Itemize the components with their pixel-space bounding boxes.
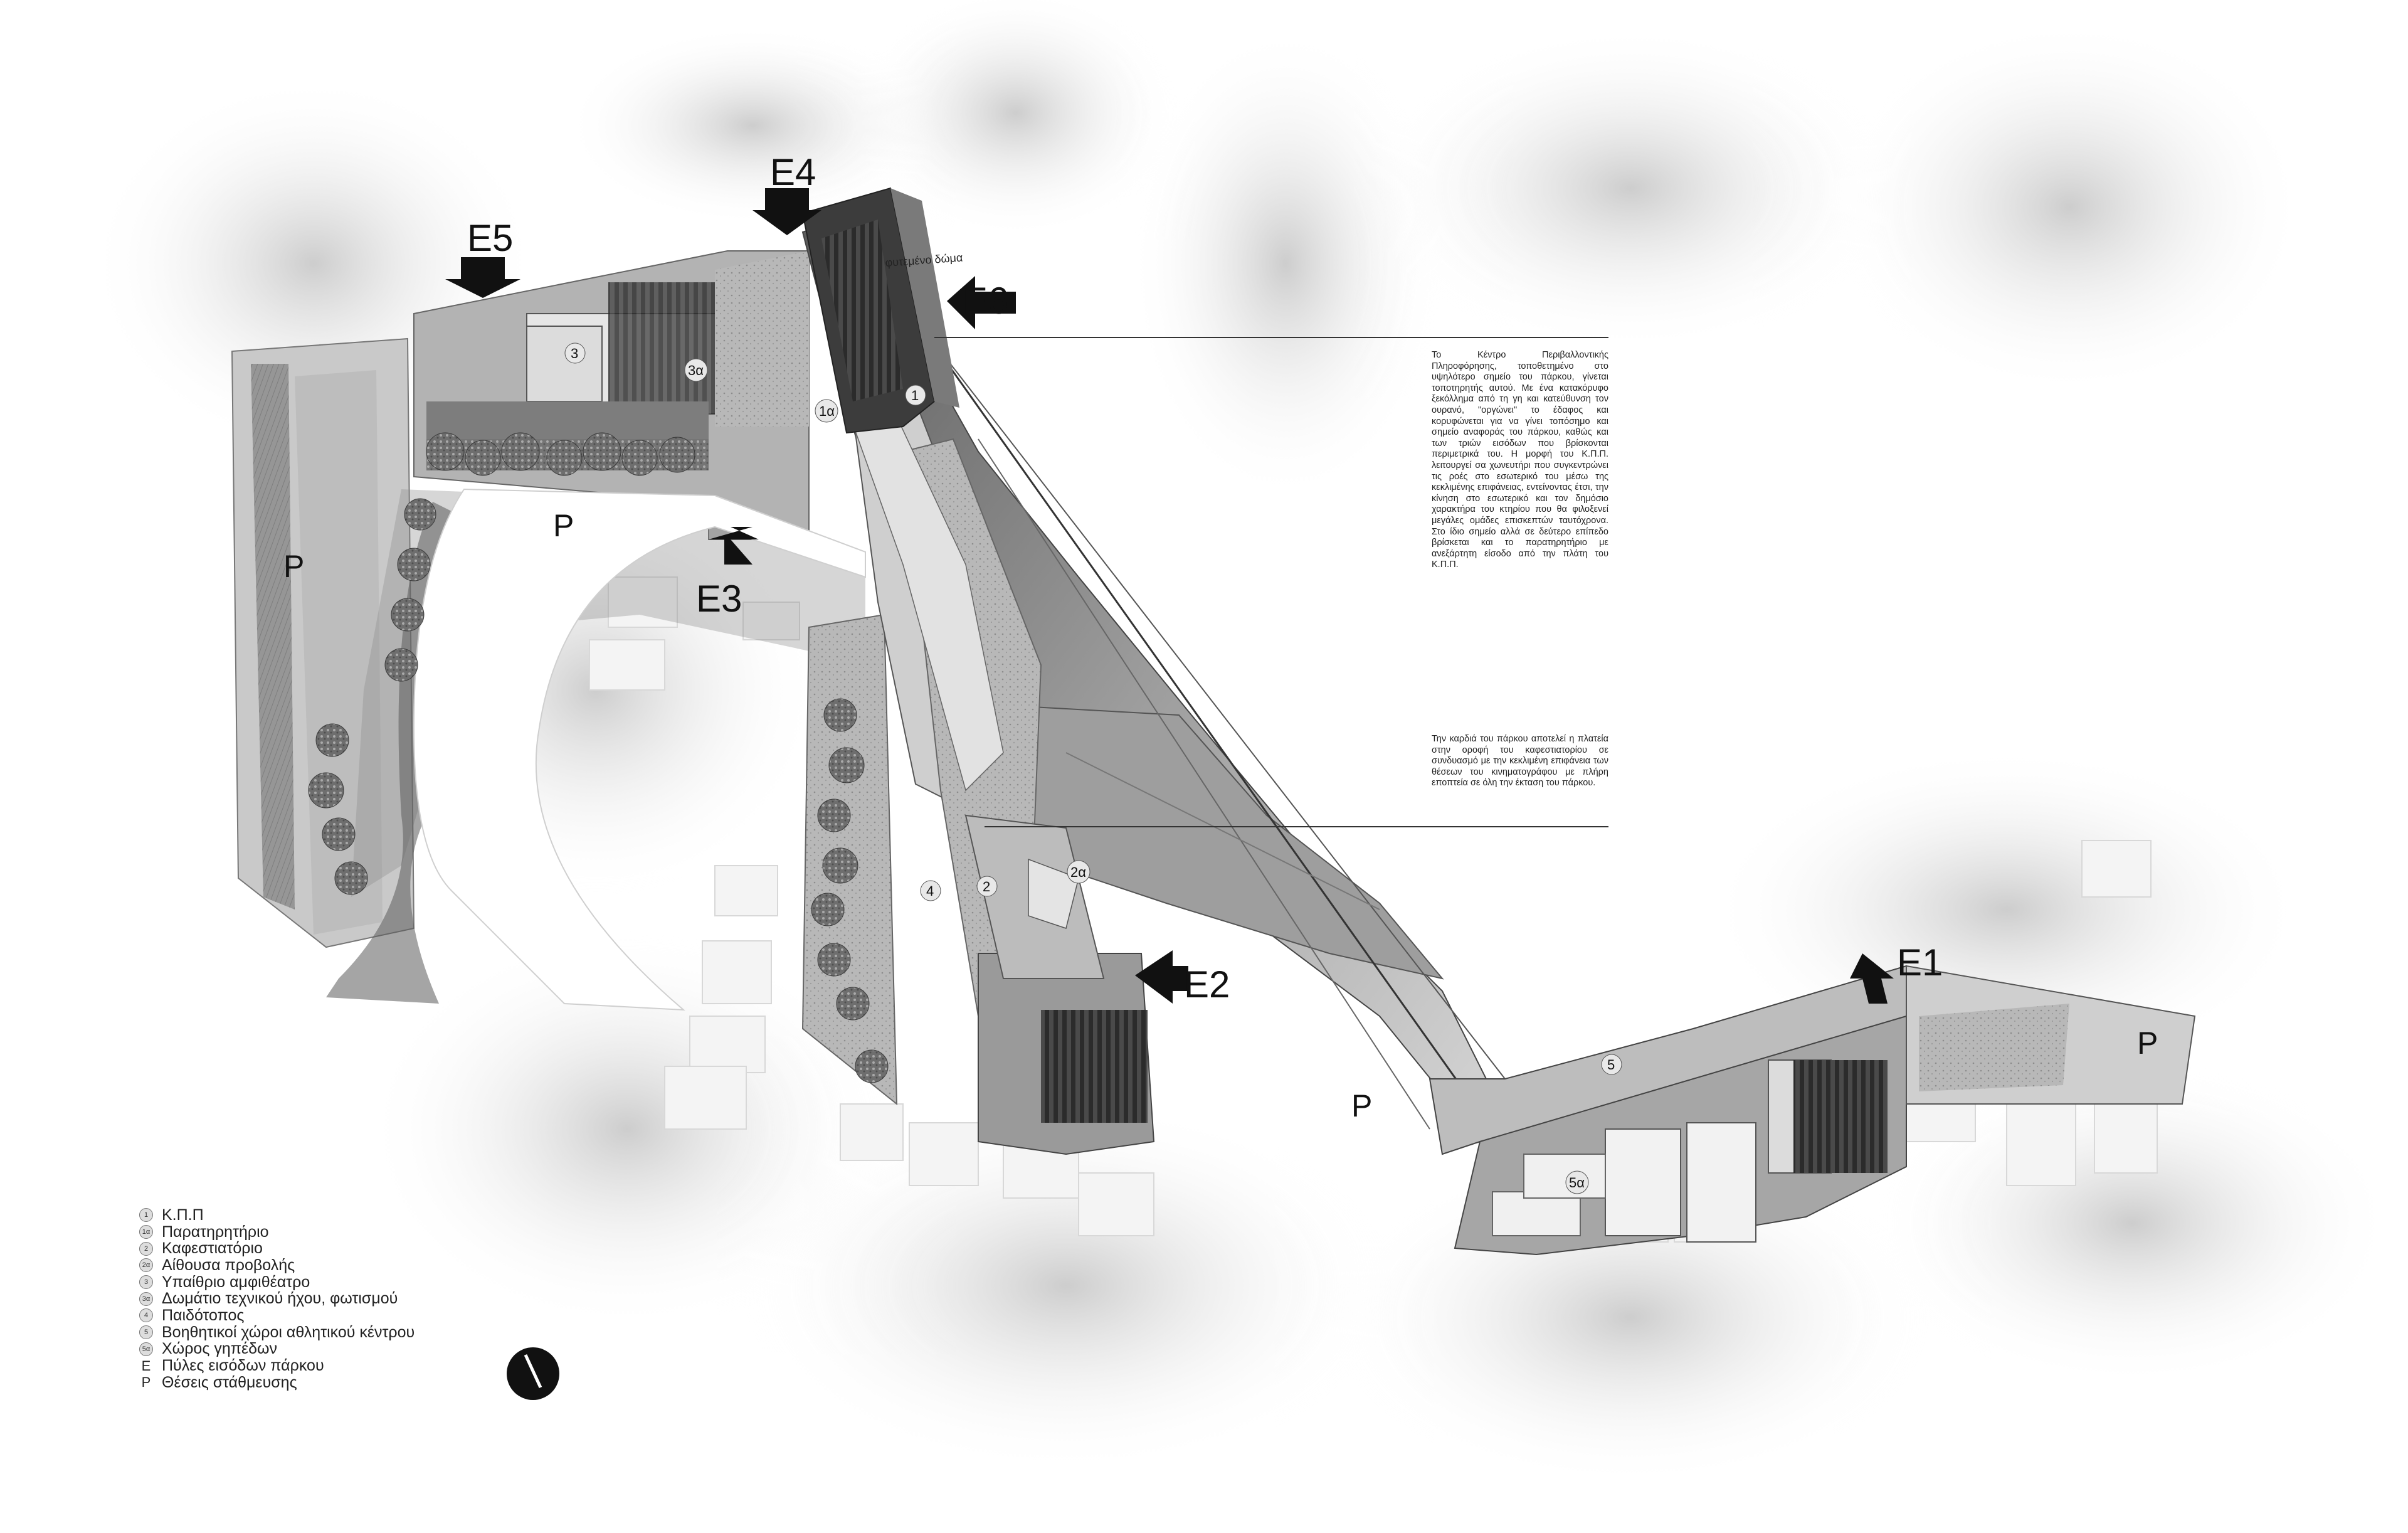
legend-item: 2 Καφεστιατόριο <box>139 1239 415 1258</box>
legend-key: 2 <box>139 1241 153 1256</box>
parking-label: P <box>283 549 304 584</box>
legend-item: P Θέσεις στάθμευσης <box>139 1374 415 1391</box>
legend-key: 1 <box>139 1208 153 1223</box>
area-number-5: 5 <box>1607 1057 1615 1073</box>
legend-item: 5 Βοηθητικοί χώροι αθλητικού κέντρου <box>139 1323 415 1341</box>
parking-label: P <box>553 508 574 543</box>
legend-item: 1α Παρατηρητήριο <box>139 1223 415 1241</box>
legend-key: 2α <box>139 1258 153 1273</box>
legend-label: Υπαίθριο αμφιθέατρο <box>162 1273 310 1291</box>
arrow-icon <box>709 527 759 565</box>
legend-label: Χώρος γηπέδων <box>162 1340 278 1358</box>
legend-item: 3 Υπαίθριο αμφιθέατρο <box>139 1273 415 1291</box>
legend-label: Αίθουσα προβολής <box>162 1256 295 1274</box>
area-number-3: 3 <box>571 346 578 361</box>
legend-label: Παιδότοπος <box>162 1306 245 1324</box>
legend-key: 1α <box>139 1225 153 1239</box>
arrow-icon <box>1135 950 1188 1004</box>
legend-item: 2α Αίθουσα προβολής <box>139 1256 415 1274</box>
area-number-3a: 3α <box>688 363 704 378</box>
gate-arrows <box>445 188 1894 1004</box>
area-number-4: 4 <box>926 883 934 899</box>
legend-key: 3α <box>139 1292 153 1306</box>
gate-label-e2: E2 <box>1184 963 1230 1005</box>
legend-label: Θέσεις στάθμευσης <box>162 1373 297 1391</box>
legend-key: 3 <box>139 1275 153 1290</box>
area-number-1: 1 <box>911 388 919 403</box>
gate-label-e6: E6 <box>963 280 1008 322</box>
legend-key: E <box>141 1357 151 1374</box>
area-number-1a: 1α <box>819 403 835 419</box>
legend-item: 1 Κ.Π.Π <box>139 1206 415 1224</box>
legend-label: Παρατηρητήριο <box>162 1223 269 1241</box>
north-arrow-icon <box>507 1347 559 1400</box>
legend-key: 5 <box>139 1325 153 1340</box>
gate-label-e5: E5 <box>467 217 513 259</box>
area-number-2: 2 <box>983 879 990 894</box>
legend-item: E Πύλες εισόδων πάρκου <box>139 1357 415 1374</box>
surrounding-shadows <box>88 0 2395 1487</box>
area-markers: 1 1α 3 3α 4 2 2α 5 5α <box>564 342 1622 1194</box>
legend-key: 4 <box>139 1308 153 1323</box>
leader-lines <box>934 337 1608 827</box>
gate-label-e3: E3 <box>696 578 742 620</box>
gate-label-e1: E1 <box>1897 942 1943 984</box>
legend-label: Καφεστιατόριο <box>162 1239 263 1258</box>
arrow-icon <box>445 257 520 298</box>
arrow-icon <box>1850 953 1894 1004</box>
arrow-icon <box>752 188 821 235</box>
area-number-5a: 5α <box>1569 1175 1585 1191</box>
access-road <box>413 488 866 1011</box>
legend-item: 3α Δωμάτιο τεχνικού ήχου, φωτισμού <box>139 1290 415 1307</box>
parking-label: P <box>1351 1088 1372 1123</box>
block-2-cafe-cinema <box>964 814 1155 1155</box>
legend-key: 5α <box>139 1342 153 1356</box>
arrow-icon <box>947 276 1016 329</box>
block-1-kpp-tower <box>801 187 959 434</box>
area-number-2a: 2α <box>1070 864 1086 880</box>
legend-label: Δωμάτιο τεχνικού ήχου, φωτισμού <box>162 1290 398 1308</box>
legend-item: 5α Χώρος γηπέδων <box>139 1340 415 1358</box>
tree-clusters <box>308 432 889 1083</box>
legend: 1 Κ.Π.Π 1α Παρατηρητήριο 2 Καφεστιατόριο 2α… <box>139 1206 415 1391</box>
legend-label: Πύλες εισόδων πάρκου <box>162 1357 324 1375</box>
block-5-sports <box>1428 965 2196 1256</box>
gate-label-e4: E4 <box>770 151 816 193</box>
legend-label: Κ.Π.Π <box>162 1206 204 1224</box>
description-paragraph-2: Την καρδιά του πάρκου αποτελεί η πλατεία… <box>1432 734 1608 788</box>
legend-item: 4 Παιδότοπος <box>139 1307 415 1324</box>
parking-label: P <box>2137 1026 2158 1061</box>
description-paragraph-1: Το Κέντρο Περιβαλλοντικής Πληροφόρησης, … <box>1432 350 1608 570</box>
legend-label: Βοηθητικοί χώροι αθλητικού κέντρου <box>162 1323 415 1341</box>
legend-key: P <box>141 1374 151 1391</box>
